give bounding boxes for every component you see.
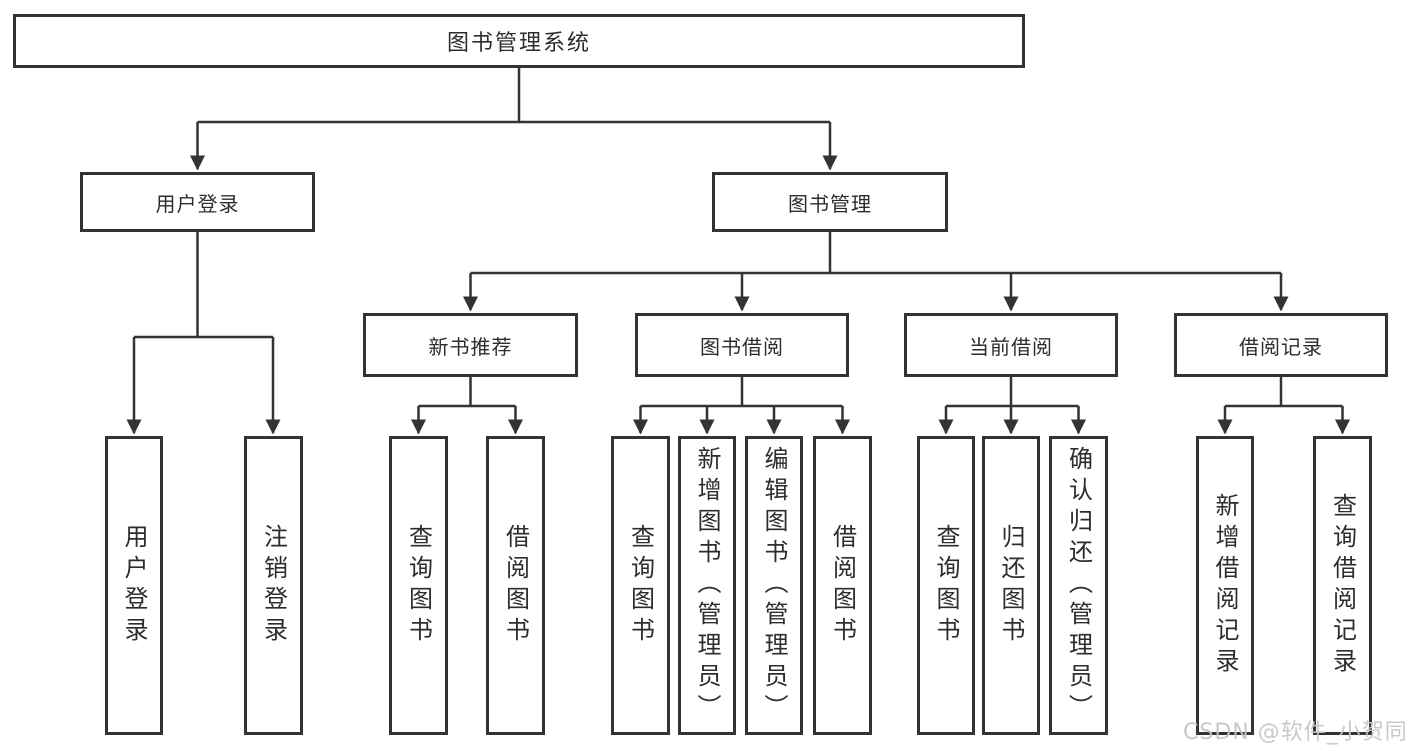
leaf-label: 新增借阅记录 (1211, 492, 1239, 679)
leaf-query-books-recommend: 查询图书 (389, 436, 448, 735)
leaf-label: 编辑图书（管理员） (760, 446, 788, 725)
leaf-label: 查询图书 (404, 523, 433, 648)
leaf-query-books-borrowing: 查询图书 (611, 436, 670, 735)
node-book-borrowing: 图书借阅 (635, 313, 849, 377)
node-current-borrowing: 当前借阅 (904, 313, 1118, 377)
node-label: 当前借阅 (969, 334, 1053, 359)
leaf-user-login: 用户登录 (105, 436, 163, 735)
node-borrowing-records: 借阅记录 (1174, 313, 1388, 377)
leaf-query-borrow-record: 查询借阅记录 (1313, 436, 1372, 735)
node-user-login-module: 用户登录 (80, 172, 315, 232)
leaf-query-books-current: 查询图书 (917, 436, 975, 735)
node-label: 新书推荐 (428, 334, 513, 359)
leaf-add-borrow-record: 新增借阅记录 (1196, 436, 1254, 735)
connector-arrows (126, 122, 1350, 435)
leaf-label: 归还图书 (997, 523, 1025, 648)
leaf-borrow-books-recommend: 借阅图书 (486, 436, 545, 735)
csdn-watermark: CSDN @软件_小贺同学 (1183, 720, 1405, 745)
leaf-label: 借阅图书 (501, 523, 530, 648)
leaf-edit-book-admin: 编辑图书（管理员） (745, 436, 803, 735)
leaf-label: 新增图书（管理员） (693, 446, 721, 725)
node-new-book-recommend: 新书推荐 (363, 313, 578, 377)
node-book-management-module: 图书管理 (712, 172, 948, 232)
node-label: 借阅记录 (1239, 334, 1323, 359)
leaf-label: 借阅图书 (828, 523, 857, 648)
node-root-label: 图书管理系统 (446, 31, 591, 56)
node-label: 图书管理 (788, 191, 872, 216)
leaf-confirm-return-admin: 确认归还（管理员） (1049, 436, 1108, 735)
leaf-borrow-books-borrowing: 借阅图书 (813, 436, 872, 735)
connector-lines (134, 68, 1343, 408)
leaf-label: 注销登录 (259, 523, 288, 648)
leaf-add-book-admin: 新增图书（管理员） (678, 436, 736, 735)
leaf-logout: 注销登录 (244, 436, 303, 735)
leaf-label: 查询图书 (626, 523, 655, 648)
leaf-label: 查询借阅记录 (1328, 492, 1357, 679)
node-label: 图书借阅 (700, 334, 784, 359)
leaf-return-book: 归还图书 (982, 436, 1040, 735)
node-root-system: 图书管理系统 (13, 14, 1025, 68)
leaf-label: 用户登录 (120, 523, 148, 648)
leaf-label: 确认归还（管理员） (1064, 446, 1093, 725)
leaf-label: 查询图书 (932, 523, 960, 648)
node-label: 用户登录 (155, 191, 240, 216)
